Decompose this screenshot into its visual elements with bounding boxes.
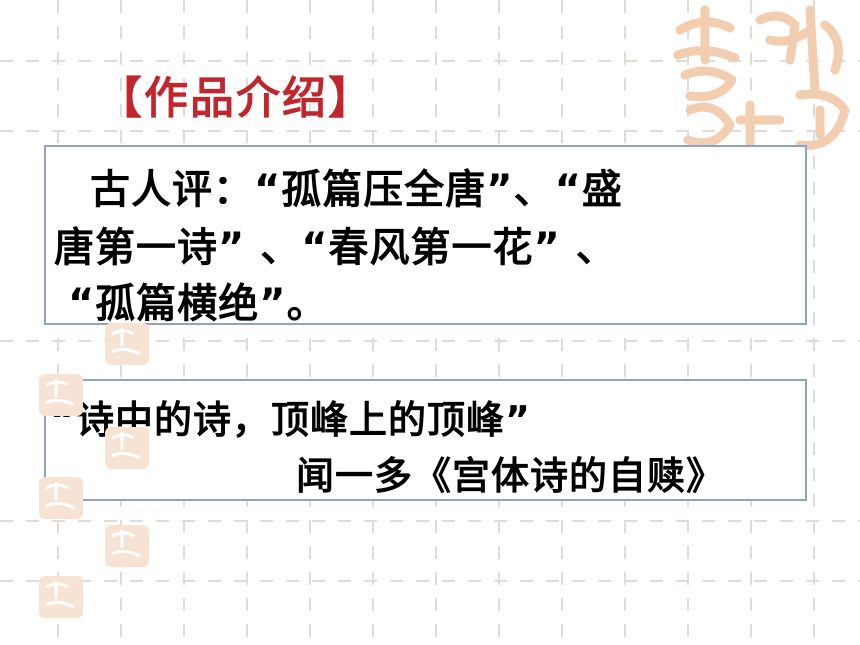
small-seal-icon [105,427,149,469]
quote-box: “诗中的诗，顶峰上的顶峰” 闻一多《宫体诗的自赎》 [44,379,807,501]
small-seal-icon [39,576,83,618]
quote-source: 闻一多《宫体诗的自赎》 [296,454,726,498]
page-title: 【作品介绍】 [98,73,374,124]
critique-line-1: 古人评：“孤篇压全唐”、“盛 [90,167,623,213]
critique-line-2: 唐第一诗” 、“春风第一花” 、 [54,225,617,271]
critique-box: 古人评：“孤篇压全唐”、“盛 唐第一诗” 、“春风第一花” 、 “孤篇横绝”。 [44,145,807,327]
small-seal-icon [105,525,149,567]
small-seal-icon [39,374,83,416]
small-seal-icon [39,477,83,519]
small-seal-icon [105,323,149,365]
auspicious-seal-logo [673,5,850,155]
critique-line-3: “孤篇横绝”。 [68,281,328,327]
